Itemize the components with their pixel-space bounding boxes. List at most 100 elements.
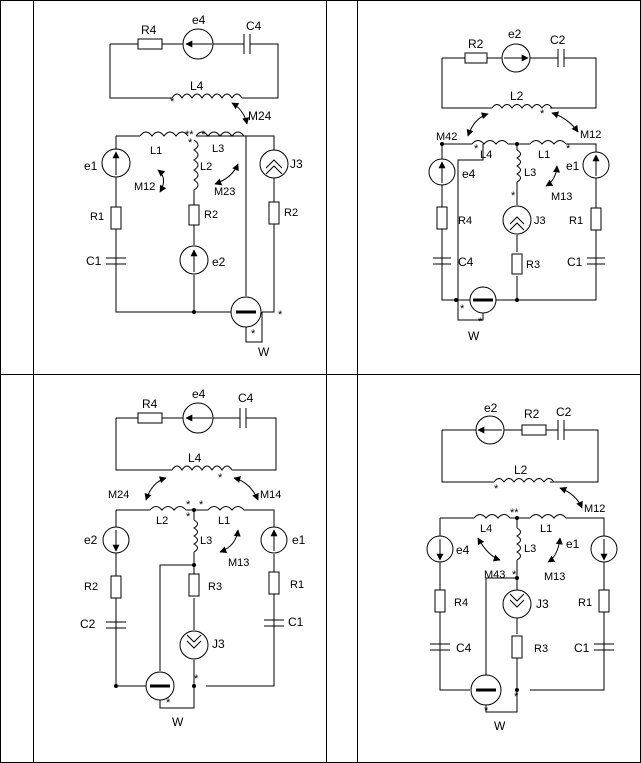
label-l1: L1 xyxy=(218,515,230,527)
label-l3: L3 xyxy=(524,543,536,555)
label-r4: R4 xyxy=(454,597,468,609)
resistor-r2 xyxy=(464,52,488,64)
label-e2: e2 xyxy=(84,533,98,547)
circuit-2: * ** * ** R2 e2 C2 L2 M42 M12 L4 L1 xyxy=(428,27,610,343)
svg-text:*: * xyxy=(166,697,171,709)
source-j3 xyxy=(259,149,289,179)
label-c1: C1 xyxy=(574,641,590,655)
svg-text:*: * xyxy=(186,499,191,511)
inductor-l2 xyxy=(491,104,553,109)
label-m24: M24 xyxy=(248,109,272,123)
label-c2: C2 xyxy=(550,33,566,47)
label-m13: M13 xyxy=(551,191,572,203)
svg-text:**: ** xyxy=(510,507,519,519)
label-m12: M12 xyxy=(134,181,155,193)
resistor-r1 xyxy=(590,207,602,231)
label-l2: L2 xyxy=(510,89,524,103)
label-r4: R4 xyxy=(458,215,472,227)
label-m43: M43 xyxy=(484,569,505,581)
svg-text:*: * xyxy=(188,137,193,149)
label-m23: M23 xyxy=(214,186,235,198)
svg-text:*: * xyxy=(566,143,571,155)
label-l2: L2 xyxy=(200,161,212,173)
resistor-r4 xyxy=(137,38,163,50)
label-e4: e4 xyxy=(456,543,470,557)
resistor-r2b xyxy=(268,201,280,225)
label-m14: M14 xyxy=(260,489,281,501)
svg-text:*: * xyxy=(186,511,191,523)
svg-text:**: ** xyxy=(185,129,194,141)
circuit-3: * ** * ** R4 e4 C4 L4 M24 M14 L2 L1 xyxy=(80,387,306,729)
svg-text:*: * xyxy=(512,569,517,581)
label-r1: R1 xyxy=(90,211,104,223)
label-j3: J3 xyxy=(536,597,549,611)
source-j3 xyxy=(179,630,209,660)
svg-text:*: * xyxy=(511,190,516,202)
label-l1: L1 xyxy=(540,523,552,535)
label-c4: C4 xyxy=(246,19,262,33)
label-c1: C1 xyxy=(288,615,304,629)
label-c4: C4 xyxy=(238,391,254,405)
label-w: W xyxy=(258,345,270,359)
label-l2: L2 xyxy=(514,463,528,477)
resistor-r1 xyxy=(598,589,610,613)
label-l1: L1 xyxy=(150,145,162,157)
label-j3: J3 xyxy=(534,215,546,227)
inductor-l4 xyxy=(473,514,511,519)
label-l4: L4 xyxy=(188,451,202,465)
inductor-l2 xyxy=(193,139,199,191)
label-c1: C1 xyxy=(567,255,583,269)
inductor-l4 xyxy=(171,465,233,471)
label-l3: L3 xyxy=(200,535,212,547)
label-e2: e2 xyxy=(212,255,226,269)
inductor-l4 xyxy=(171,93,243,99)
resistor-r3 xyxy=(511,253,523,275)
source-j3 xyxy=(502,589,532,619)
svg-text:*: * xyxy=(494,483,499,495)
label-r4: R4 xyxy=(142,397,158,411)
resistor-r1 xyxy=(110,206,122,230)
label-w: W xyxy=(172,715,184,729)
label-e1: e1 xyxy=(84,159,98,173)
label-m12: M12 xyxy=(584,503,605,515)
label-e1: e1 xyxy=(566,159,580,173)
resistor-r4 xyxy=(434,589,446,613)
label-r2: R2 xyxy=(524,407,540,421)
label-e4: e4 xyxy=(192,13,206,27)
resistor-r2 xyxy=(188,204,200,226)
label-r2a: R2 xyxy=(204,209,218,221)
svg-text:*: * xyxy=(201,129,206,141)
label-c2: C2 xyxy=(556,405,572,419)
label-m13: M13 xyxy=(544,571,565,583)
svg-text:*: * xyxy=(540,108,545,120)
svg-text:*: * xyxy=(460,303,465,315)
source-j3 xyxy=(502,205,532,235)
svg-text:*: * xyxy=(484,705,489,717)
mark: * xyxy=(170,96,175,108)
svg-text:*: * xyxy=(514,691,519,703)
label-j3: J3 xyxy=(212,637,225,651)
svg-text:*: * xyxy=(474,143,479,155)
resistor-r3 xyxy=(188,573,200,597)
label-r1: R1 xyxy=(290,579,304,591)
inductor-l1 xyxy=(529,140,567,145)
svg-text:*: * xyxy=(199,499,204,511)
label-c4: C4 xyxy=(456,641,472,655)
resistor-r4 xyxy=(137,412,163,424)
label-l2: L2 xyxy=(156,515,168,527)
inductor-l2 xyxy=(149,506,187,511)
label-e1: e1 xyxy=(566,537,580,551)
label-l3: L3 xyxy=(212,143,224,155)
resistor-r2 xyxy=(521,424,547,436)
circuit-1: * *** * ** R4 e4 C4 L4 M24 L1 L3 L xyxy=(84,13,303,359)
label-e1: e1 xyxy=(292,533,306,547)
inductor-l1 xyxy=(529,514,567,519)
svg-text:*: * xyxy=(194,673,199,685)
label-m42: M42 xyxy=(436,131,457,143)
label-w: W xyxy=(468,329,480,343)
label-e4: e4 xyxy=(192,387,206,401)
label-r1: R1 xyxy=(578,597,592,609)
label-e4: e4 xyxy=(462,167,476,181)
resistor-r3 xyxy=(511,635,523,659)
